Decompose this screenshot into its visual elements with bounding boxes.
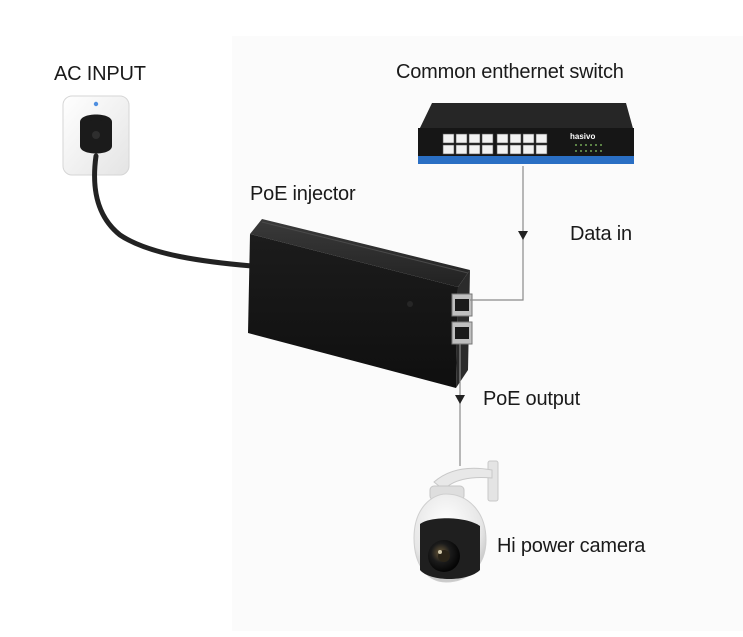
switch-brand-text: hasivo — [570, 132, 595, 141]
wall-outlet-icon — [62, 95, 130, 176]
ethernet-switch-icon: hasivo — [418, 103, 634, 164]
ac-power-cable — [92, 153, 255, 269]
data-in-arrow-icon — [518, 231, 528, 240]
switch-label: Common enthernet switch — [396, 61, 624, 83]
camera-label: Hi power camera — [497, 535, 646, 557]
data-in-line — [470, 166, 524, 301]
injector-label: PoE injector — [250, 183, 356, 205]
poe-injector-icon — [248, 219, 473, 388]
poe-output-label: PoE output — [483, 388, 580, 410]
poe-output-arrow-icon — [455, 395, 465, 404]
data-in-label: Data in — [570, 223, 632, 245]
ptz-camera-icon — [413, 460, 499, 583]
ac-input-label: AC INPUT — [54, 63, 146, 85]
